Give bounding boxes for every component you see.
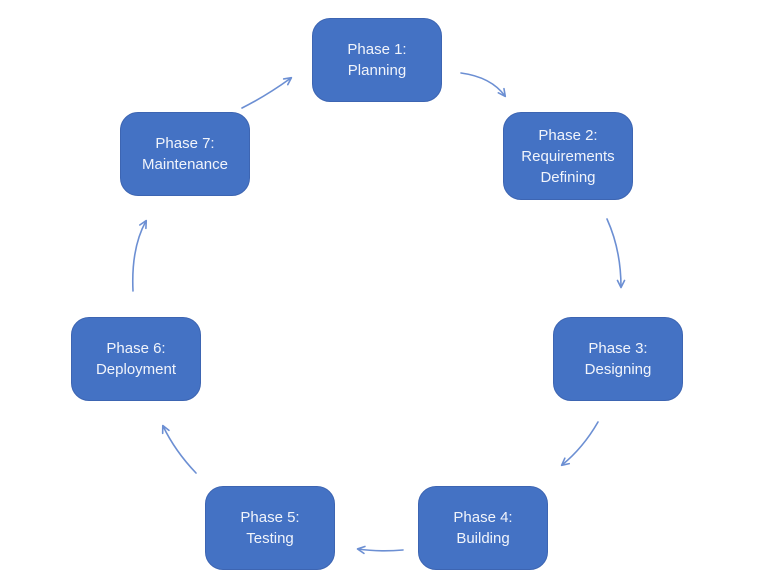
node-label-line: Testing: [246, 530, 294, 547]
node-label-line: Designing: [584, 361, 652, 378]
arrow-phase3-to-phase4: [560, 421, 599, 467]
arrow-phase2-to-phase3: [606, 218, 626, 289]
arrow-phase5-to-phase6: [161, 424, 197, 474]
node-label-line: Phase 3:: [588, 340, 648, 357]
arrow-phase6-to-phase7: [131, 219, 148, 292]
node-label-line: Phase 1:: [347, 41, 407, 58]
node-label-line: Phase 6:: [106, 340, 166, 357]
arrow-phase4-to-phase5: [356, 545, 404, 555]
node-label-line: Maintenance: [142, 156, 228, 173]
node-phase-6-deployment: Phase 6: Deployment: [71, 317, 201, 401]
node-phase-7-maintenance: Phase 7: Maintenance: [120, 112, 250, 196]
node-label-line: Phase 4:: [453, 509, 513, 526]
node-phase-1-planning: Phase 1: Planning: [312, 18, 442, 102]
node-phase-3-designing: Phase 3: Designing: [553, 317, 683, 401]
node-label-line: Defining: [540, 168, 596, 186]
node-phase-2-requirements-defining: Phase 2: Requirements Defining: [503, 112, 633, 200]
node-label-line: Building: [456, 530, 510, 547]
node-phase-4-building: Phase 4: Building: [418, 486, 548, 570]
arrow-phase1-to-phase2: [460, 72, 507, 98]
arrow-phase7-to-phase1: [241, 76, 293, 109]
node-label-line: Deployment: [95, 361, 177, 378]
node-label-line: Phase 7:: [155, 135, 215, 152]
node-label-line: Phase 5:: [240, 509, 300, 526]
node-label-line: Requirements: [521, 147, 615, 165]
node-label-line: Planning: [347, 62, 407, 79]
node-phase-5-testing: Phase 5: Testing: [205, 486, 335, 570]
node-label-line: Phase 2:: [538, 126, 598, 144]
